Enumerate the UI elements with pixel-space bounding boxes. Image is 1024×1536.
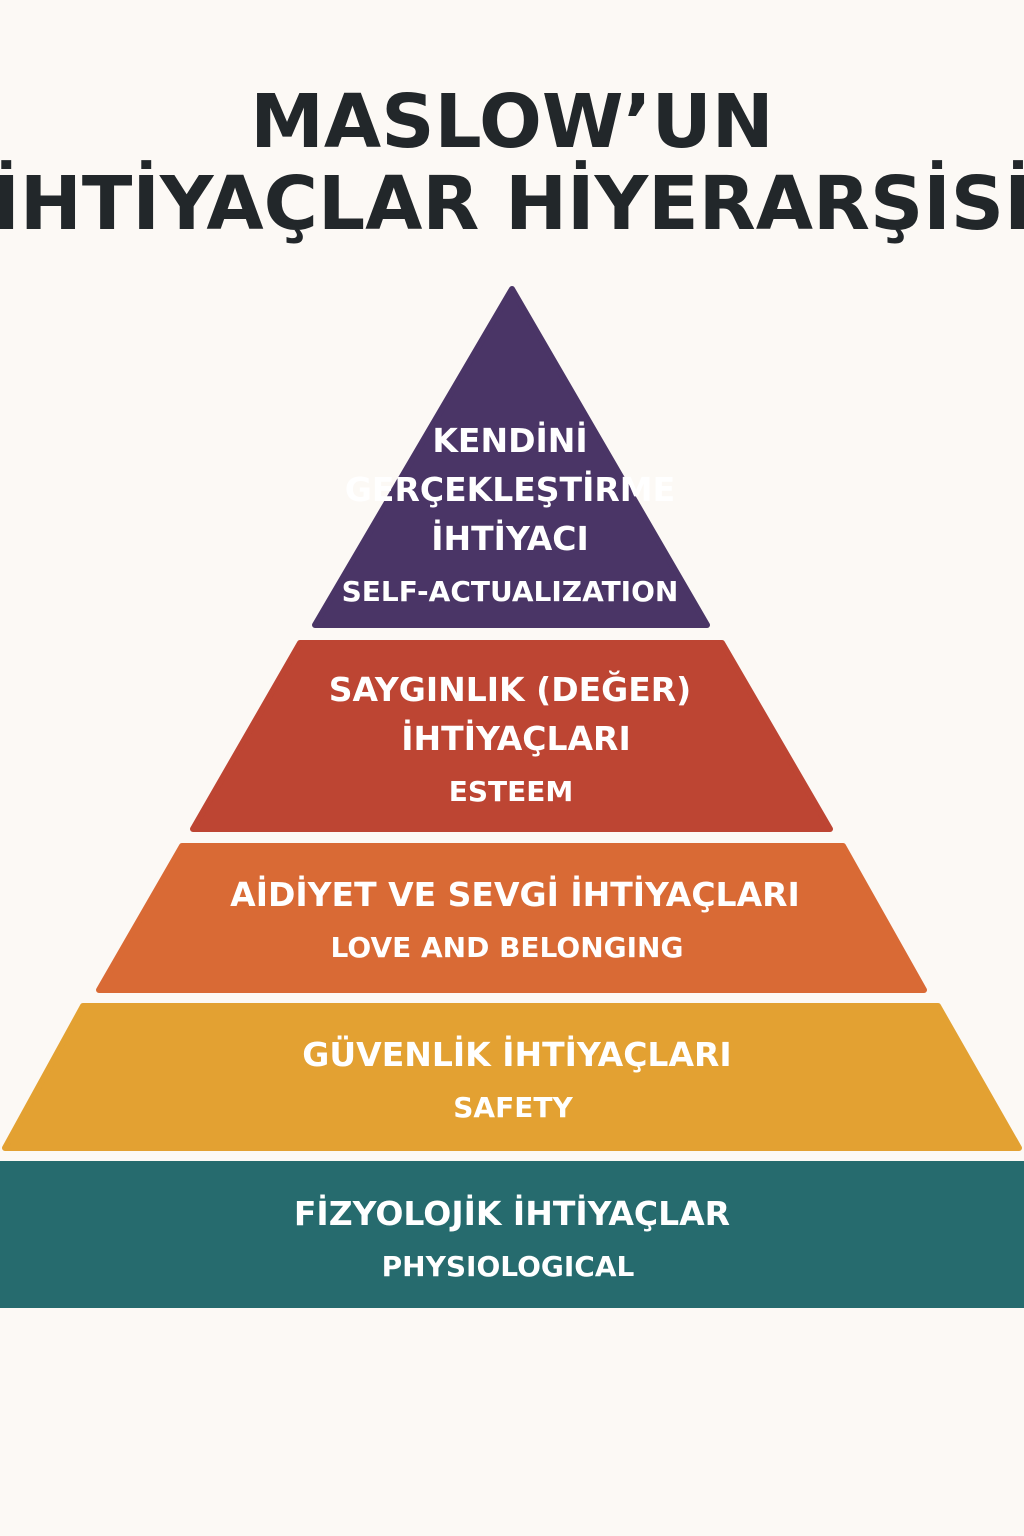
level-title-line: SAYGINLIK (DEĞER) xyxy=(329,669,692,709)
title-line-2: İHTİYAÇLAR HİYERARŞİSİ xyxy=(0,159,1024,247)
level-self-actualization: KENDİNİ GERÇEKLEŞTİRME İHTİYACI SELF-ACT… xyxy=(312,286,710,628)
level-title-line: GÜVENLİK İHTİYAÇLARI xyxy=(302,1034,731,1074)
level-subtitle: SELF-ACTUALIZATION xyxy=(342,575,679,608)
level-subtitle: ESTEEM xyxy=(449,775,574,808)
level-title-line: İHTİYAÇLARI xyxy=(401,718,630,758)
level-subtitle: SAFETY xyxy=(453,1091,573,1124)
level-title-line: FİZYOLOJİK İHTİYAÇLAR xyxy=(294,1193,730,1233)
level-subtitle: LOVE AND BELONGING xyxy=(331,931,684,964)
level-safety: GÜVENLİK İHTİYAÇLARI SAFETY xyxy=(2,1003,1022,1151)
level-shape xyxy=(0,1161,1024,1308)
level-shape xyxy=(312,286,710,628)
level-subtitle: PHYSIOLOGICAL xyxy=(382,1250,635,1283)
level-esteem: SAYGINLIK (DEĞER) İHTİYAÇLARI ESTEEM xyxy=(190,640,833,832)
level-shape xyxy=(2,1003,1022,1151)
level-title-line: GERÇEKLEŞTİRME xyxy=(345,469,675,509)
level-physiological: FİZYOLOJİK İHTİYAÇLAR PHYSIOLOGICAL xyxy=(0,1161,1024,1308)
level-title-line: AİDİYET VE SEVGİ İHTİYAÇLARI xyxy=(230,874,800,914)
title-line-1: MASLOW’UN xyxy=(250,79,773,165)
level-shape xyxy=(190,640,833,832)
level-love-and-belonging: AİDİYET VE SEVGİ İHTİYAÇLARI LOVE AND BE… xyxy=(96,843,927,993)
level-title-line: İHTİYACI xyxy=(431,518,588,558)
level-shape xyxy=(96,843,927,993)
level-title-line: KENDİNİ xyxy=(432,420,587,460)
